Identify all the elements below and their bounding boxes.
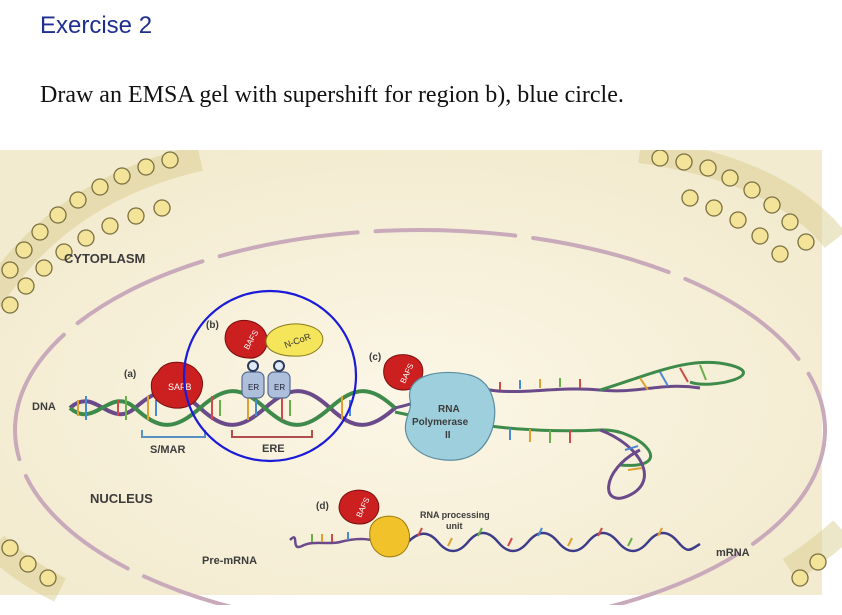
smar-label: S/MAR xyxy=(150,444,186,456)
ere-bracket xyxy=(231,430,313,438)
premrna-label: Pre-mRNA xyxy=(202,555,257,567)
nucleus-label: NUCLEUS xyxy=(90,491,153,506)
safb-protein xyxy=(150,361,203,409)
mrna-label: mRNA xyxy=(716,547,750,559)
bafs-protein-b xyxy=(224,319,268,359)
rnapol-label-1: RNA xyxy=(438,404,460,415)
bafs-protein-d xyxy=(338,489,380,525)
rna-polymerase-ii xyxy=(404,371,496,461)
ncor-protein xyxy=(265,323,324,357)
dna-double-helix xyxy=(68,360,745,500)
er-label-right: ER xyxy=(274,383,285,392)
exercise-instruction: Draw an EMSA gel with supershift for reg… xyxy=(40,82,624,108)
mark-c: (c) xyxy=(369,352,381,363)
er-dimer: ER ER xyxy=(241,360,291,399)
rnapol-label-3: II xyxy=(445,430,451,441)
ere-label: ERE xyxy=(262,443,285,455)
mark-b: (b) xyxy=(206,320,219,331)
pre-mrna-strand xyxy=(289,527,701,553)
rnaproc-label-2: unit xyxy=(446,521,463,531)
mark-a: (a) xyxy=(124,369,136,380)
diagram-svg: S/MAR ERE SAFB ER ER BAFS N-CoR BAFS RNA… xyxy=(0,150,842,605)
safb-label: SAFB xyxy=(168,382,192,392)
nuclear-envelope xyxy=(13,228,827,605)
dna-label: DNA xyxy=(32,401,56,413)
rnapol-label-2: Polymerase xyxy=(412,417,469,428)
cytoplasm-label: CYTOPLASM xyxy=(64,251,145,266)
rnaproc-label-1: RNA processing xyxy=(420,510,490,520)
exercise-title: Exercise 2 xyxy=(40,12,153,39)
rna-processing-unit xyxy=(369,515,411,558)
region-b-highlight-circle xyxy=(182,289,358,463)
mark-d: (d) xyxy=(316,501,329,512)
cell-membrane xyxy=(0,150,842,602)
nucleus-transcription-diagram: S/MAR ERE SAFB ER ER BAFS N-CoR BAFS RNA… xyxy=(0,150,842,605)
er-label-left: ER xyxy=(248,383,259,392)
smar-bracket xyxy=(141,430,206,438)
